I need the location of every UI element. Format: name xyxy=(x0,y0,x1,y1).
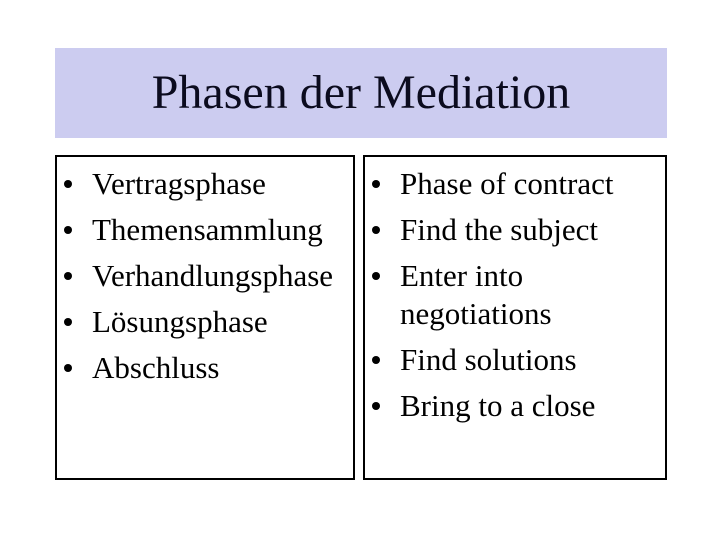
list-item: Enter into negotiations xyxy=(365,257,661,333)
list-item: Lösungsphase xyxy=(57,303,349,341)
list-item-label: Themensammlung xyxy=(92,212,323,247)
english-phase-list: Phase of contract Find the subject Enter… xyxy=(365,165,661,425)
list-item-label: Verhandlungsphase xyxy=(92,258,334,293)
bullet-icon xyxy=(372,356,380,364)
list-item: Bring to a close xyxy=(365,387,661,425)
list-item-label: Enter into negotiations xyxy=(400,258,552,331)
german-phase-list: Vertragsphase Themensammlung Verhandlung… xyxy=(57,165,349,387)
list-item: Verhandlungsphase xyxy=(57,257,349,295)
bullet-icon xyxy=(64,180,72,188)
bullet-icon xyxy=(64,318,72,326)
slide-title-bar: Phasen der Mediation xyxy=(55,48,667,138)
bullet-icon xyxy=(64,272,72,280)
left-text-box: Vertragsphase Themensammlung Verhandlung… xyxy=(55,155,355,480)
list-item-label: Vertragsphase xyxy=(92,166,266,201)
list-item-label: Abschluss xyxy=(92,350,220,385)
list-item: Themensammlung xyxy=(57,211,349,249)
bullet-icon xyxy=(372,226,380,234)
bullet-icon xyxy=(372,272,380,280)
bullet-icon xyxy=(64,226,72,234)
bullet-icon xyxy=(64,364,72,372)
list-item-label: Lösungsphase xyxy=(92,304,268,339)
list-item-label: Find the subject xyxy=(400,212,599,247)
list-item-label: Phase of contract xyxy=(400,166,614,201)
list-item: Abschluss xyxy=(57,349,349,387)
right-text-box: Phase of contract Find the subject Enter… xyxy=(363,155,667,480)
list-item: Find the subject xyxy=(365,211,661,249)
bullet-icon xyxy=(372,402,380,410)
list-item-label: Find solutions xyxy=(400,342,577,377)
slide-title: Phasen der Mediation xyxy=(151,66,571,119)
list-item: Vertragsphase xyxy=(57,165,349,203)
list-item: Find solutions xyxy=(365,341,661,379)
list-item-label: Bring to a close xyxy=(400,388,596,423)
list-item: Phase of contract xyxy=(365,165,661,203)
bullet-icon xyxy=(372,180,380,188)
